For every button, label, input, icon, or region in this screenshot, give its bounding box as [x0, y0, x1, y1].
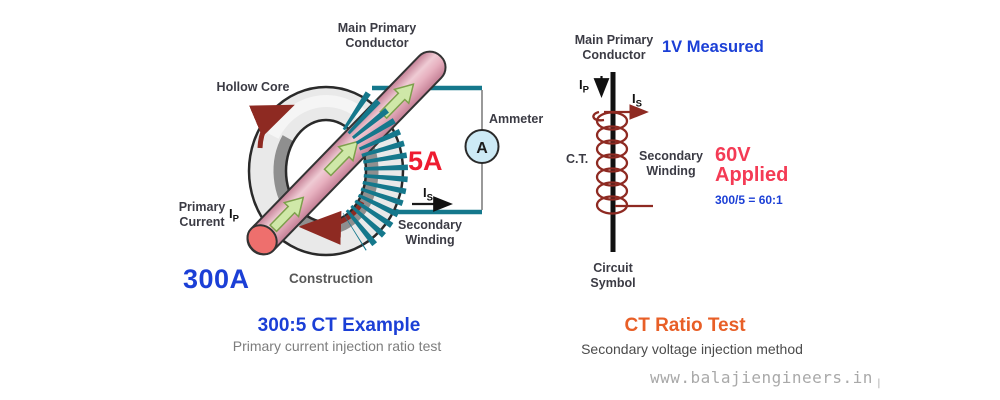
left-diagram-subtitle: Primary current injection ratio test	[232, 338, 442, 354]
construction-label: Construction	[289, 271, 373, 286]
primary-conductor-rod	[246, 50, 447, 256]
secondary-winding-coil	[341, 91, 408, 251]
rod-end-cap	[246, 224, 278, 256]
flux-arrow-top	[249, 104, 295, 149]
core-outer-outline	[247, 85, 405, 257]
main-primary-conductor-label-right: Main Primary Conductor	[574, 33, 654, 62]
hollow-core-label: Hollow Core	[216, 80, 290, 94]
ip-label-right: IP	[579, 77, 589, 96]
ammeter-label: Ammeter	[489, 112, 544, 126]
main-primary-conductor-label-left: Main Primary Conductor	[337, 21, 417, 50]
primary-current-value: 300A	[183, 264, 250, 294]
ammeter-dial	[464, 129, 500, 164]
right-diagram-subtitle: Secondary voltage injection method	[581, 341, 803, 357]
circuit-symbol-label: Circuit Symbol	[590, 261, 636, 290]
is-label-right: IS	[632, 91, 642, 110]
measured-voltage-value: 1V Measured	[662, 38, 764, 56]
is-label-left: IS	[423, 185, 433, 204]
ratio-formula: 300/5 = 60:1	[715, 193, 783, 207]
flux-arrow-bottom	[298, 200, 365, 245]
right-diagram-title: CT Ratio Test	[624, 315, 746, 336]
ip-label-left: IP	[229, 206, 239, 225]
current-direction-arrows	[269, 83, 415, 233]
secondary-winding-label-right: Secondary Winding	[639, 149, 703, 178]
watermark-tick: |	[875, 378, 883, 389]
secondary-current-value: 5A	[408, 146, 443, 176]
applied-voltage-value: 60V Applied	[715, 144, 789, 186]
ct-label: C.T.	[566, 152, 589, 166]
secondary-winding-label-left: Secondary Winding	[398, 218, 462, 247]
watermark: www.balajiengineers.in|	[650, 368, 883, 389]
ammeter-letter: A	[476, 140, 488, 157]
primary-current-label: Primary Current	[178, 200, 226, 229]
ct-coil	[592, 110, 653, 215]
left-diagram-title: 300:5 CT Example	[257, 315, 421, 336]
